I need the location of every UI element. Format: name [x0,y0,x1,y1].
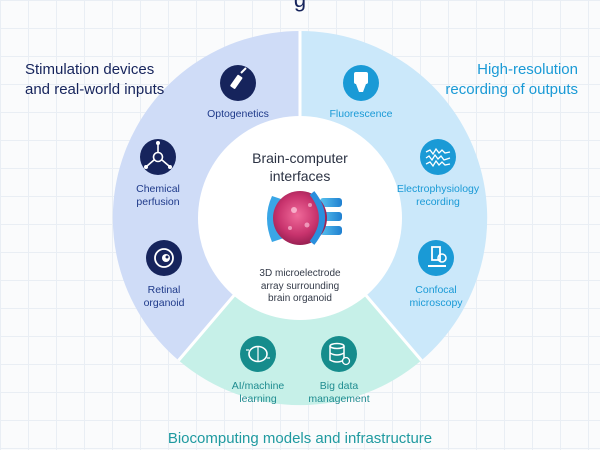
brain-chip-icon [240,336,276,372]
organoid-array-illustration [267,191,342,245]
recording-section-title: High-resolution recording of outputs [445,61,578,98]
center-caption: 3D microelectrode array surrounding brai… [259,268,341,304]
page-title-fragment: g [0,0,600,14]
center-title: Brain-computer interfaces [252,150,348,184]
fluorescence-label: Fluorescence [329,108,393,120]
microscope-icon [418,240,454,276]
biocomputing-section-title: Biocomputing models and infrastructure [167,430,433,447]
stimulation-section-title: Stimulation devices and real-world input… [25,61,165,98]
waveform-icon [420,139,456,175]
flashlight-icon [220,65,256,101]
optogenetics-label: Optogenetics [207,108,269,120]
eye-icon [146,240,182,276]
database-icon [321,336,357,372]
lamp-icon [343,65,379,101]
molecule-icon [140,139,176,175]
